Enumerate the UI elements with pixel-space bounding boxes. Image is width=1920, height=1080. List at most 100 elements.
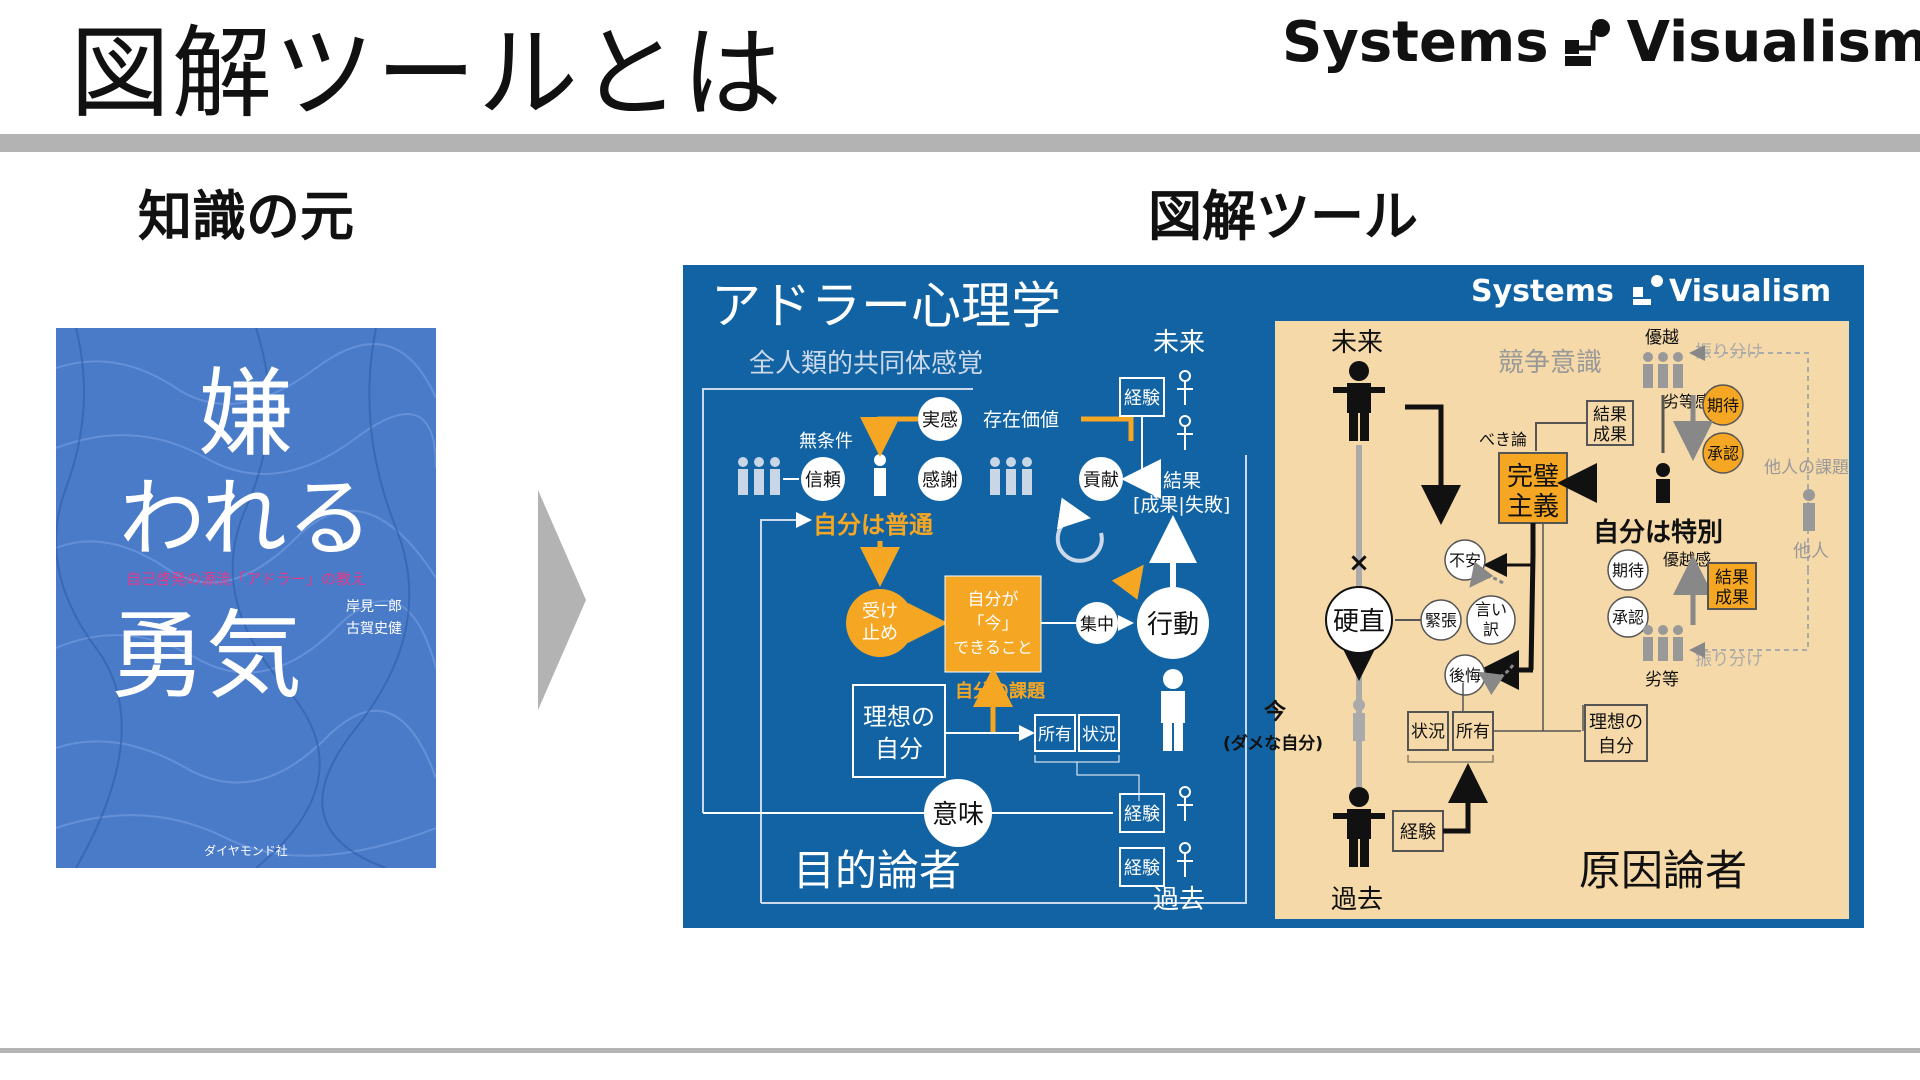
label-experience-past-1: 経験 [1124,804,1160,825]
label-center-bad-self: (ダメな自分) [1223,733,1323,754]
node-excuse [1466,595,1516,645]
label-result: 結果 [1163,470,1201,492]
book-title-line3: 勇気 [110,600,302,712]
community-feeling: 全人類的共同体感覚 [749,349,983,379]
label-inferior-bottom: 劣等 [1645,670,1679,690]
label-feeling: 実感 [922,410,958,431]
people-group-middle [990,457,1032,495]
label-center-now: 今 [1264,699,1286,725]
dashed-arrow-1 [1469,561,1504,588]
box-experience-past-2 [1119,847,1165,887]
chevron-right-icon [538,490,586,710]
label-acceptance-2: 止め [862,623,898,644]
label-existence-value: 存在価値 [983,409,1059,431]
bottom-loop-line [760,512,812,903]
frame-line [761,455,1247,904]
label-situation-right: 状況 [1411,722,1445,742]
label-future: 未来 [1153,328,1205,358]
label-etiologist: 原因論者 [1579,846,1747,895]
label-approval-bottom: 承認 [1612,608,1644,627]
past-figures [1177,786,1193,877]
box-situation-right [1407,711,1449,751]
label-now-2: 「今」 [968,614,1019,634]
label-perfectionism-1: 完璧 [1507,462,1559,492]
label-regret: 後悔 [1449,666,1481,685]
bracket-link [1076,762,1140,801]
value-path [1081,416,1134,441]
node-expectation-bottom [1607,549,1649,591]
label-ideal-r1: 理想の [1589,712,1643,733]
experience-up-arrow [1443,763,1488,834]
label-experience-right: 経験 [1400,822,1436,843]
now-figure-right [1353,699,1365,741]
page-title: 図解ツールとは [70,15,784,132]
brand-logo: Systems Visualism [1282,10,1920,75]
book-subtitle: 自己啓発の源流「アドラー」の教え [125,570,366,588]
book-author2: 古賀史健 [346,621,402,637]
label-action: 行動 [1147,610,1199,640]
label-success-failure: [成果|失敗] [1133,494,1230,516]
label-result-b2: 成果 [1715,588,1749,608]
dashed-growth-arrow [1111,564,1144,600]
label-anxiety: 不安 [1449,551,1481,570]
book-publisher: ダイヤモンド社 [204,844,288,858]
x-mark-icon: × [1348,548,1370,578]
label-my-task: 自分の課題 [955,680,1046,702]
label-experience-past-2: 経験 [1124,858,1160,879]
label-experience-future: 経験 [1124,388,1160,409]
label-past: 過去 [1153,885,1205,915]
node-trust [801,457,845,501]
node-expectation-top [1702,384,1744,426]
node-meaning [924,779,992,847]
box-now [944,575,1042,673]
label-unconditional: 無条件 [799,431,853,452]
bracket-right [1407,755,1494,763]
label-gratitude: 感謝 [922,470,958,491]
inferior-people-bottom [1643,625,1683,661]
box-ownership [1034,714,1076,752]
label-approval-top: 承認 [1707,444,1739,463]
label-past-right: 過去 [1331,885,1383,915]
label-trust: 信頼 [805,470,841,491]
people-group-left [738,457,780,495]
node-contribution [1079,457,1123,501]
diagram-brand-left: Systems [1471,274,1614,309]
label-others-task: 他人の課題 [1764,458,1849,478]
community-line [702,388,973,813]
box-ideal-right [1584,704,1648,762]
diagram-logo-icon [1633,275,1663,305]
label-ownership: 所有 [1038,725,1072,745]
label-inferiority-feeling: 劣等感 [1663,392,1711,411]
book-author1: 岸見一郎 [346,599,402,615]
book-texture [56,328,436,868]
diagram-title: アドラー心理学 [711,277,1061,335]
past-figure-right [1333,787,1385,867]
diagram-brand-right: Visualism [1669,274,1831,309]
label-tension: 緊張 [1425,611,1457,630]
node-rigid [1325,586,1393,654]
footer-divider [0,1048,1920,1053]
label-sorting-bottom: 振り分け [1695,650,1763,670]
label-perfectionism-2: 主義 [1507,492,1559,522]
box-perfectionism [1498,452,1568,524]
future-figure-right [1333,361,1385,441]
label-focus: 集中 [1080,615,1114,635]
logo-icon [1564,18,1610,66]
box-ideal-self [852,684,946,778]
book-cover: 嫌 われる 自己啓発の源流「アドラー」の教え 岸見一郎 古賀史健 勇気 ダイヤモ… [56,328,436,868]
label-result-b1: 結果 [1715,568,1749,588]
book-title-line2: われる [119,469,373,569]
label-ownership-right: 所有 [1456,722,1490,742]
node-acceptance [846,589,914,657]
feeling-path [860,416,918,457]
node-action [1137,587,1209,659]
now-figure [1161,669,1185,751]
label-meaning: 意味 [932,800,984,830]
node-approval-bottom [1607,596,1649,638]
label-expectation-bottom: 期待 [1612,561,1644,580]
label-superiority-feeling: 優越感 [1663,550,1711,569]
self-figure-right [1656,463,1670,503]
node-gratitude [918,457,962,501]
label-ideal-2: 自分 [875,735,923,763]
box-experience-past-1 [1119,793,1165,833]
